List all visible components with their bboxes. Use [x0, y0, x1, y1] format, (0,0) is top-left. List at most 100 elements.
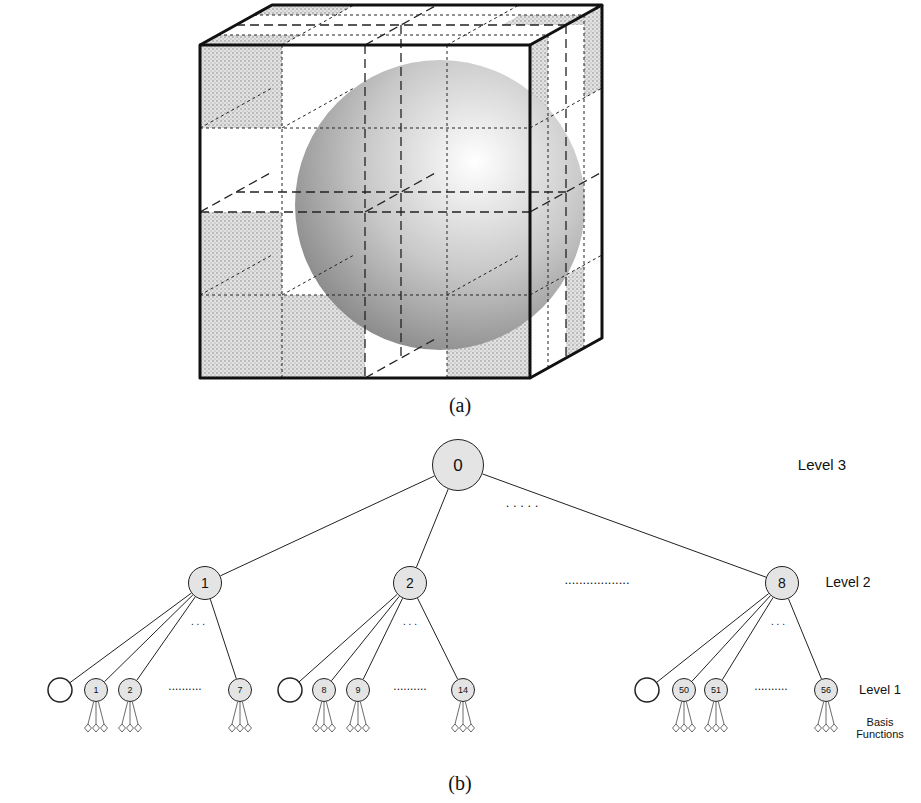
node-number: 50: [679, 686, 689, 695]
basis-diamond: [721, 724, 728, 732]
level-label: Level 1: [859, 682, 901, 697]
level1-node: 7: [228, 678, 252, 702]
level1-node: 51: [704, 678, 728, 702]
level1-node: 14: [451, 678, 475, 702]
basis-diamond: [705, 724, 712, 732]
ellipsis: ..................: [564, 573, 629, 587]
node-number: 9: [355, 686, 360, 695]
ellipsis: ..........: [754, 680, 787, 693]
basis-diamond: [135, 724, 142, 732]
node-number: 7: [237, 686, 242, 695]
basis-link: [676, 702, 682, 724]
empty-node: [635, 678, 659, 702]
basis-label: Basis Functions: [856, 716, 904, 740]
basis-link: [718, 702, 724, 724]
basis-link: [818, 702, 824, 724]
basis-diamond: [93, 724, 100, 732]
node-number: 0: [453, 457, 462, 474]
root-node: 0: [432, 439, 484, 491]
ellipsis: ..........: [754, 679, 787, 693]
level-label: Level 3: [798, 456, 846, 473]
tree-edge: [692, 596, 770, 682]
basis-diamond: [713, 724, 720, 732]
tree-edge-empty: [656, 594, 768, 683]
node-number: 1: [201, 576, 209, 590]
basis-diamond: [119, 724, 126, 732]
basis-diamond: [815, 724, 822, 732]
tree-edge: [788, 599, 821, 679]
empty-node: [278, 678, 302, 702]
figure-part-label: (b): [448, 772, 471, 794]
grid-lines: [200, 5, 602, 378]
tree-edge: [482, 474, 766, 577]
basis-diamond: [229, 724, 236, 732]
level-label: Level 2: [825, 575, 870, 590]
basis-diamond: [831, 724, 838, 732]
level1-node: 9: [346, 678, 370, 702]
basis-diamond: [452, 724, 459, 732]
node-number: 14: [458, 686, 468, 695]
basis-link: [242, 702, 248, 724]
basis-diamond: [329, 724, 336, 732]
level-label: Level 3: [798, 457, 846, 474]
level1-node: 50: [672, 678, 696, 702]
basis-link: [358, 702, 359, 724]
level2-node: 1: [188, 566, 222, 600]
basis-diamond: [127, 724, 134, 732]
ellipsis: . . .: [403, 616, 417, 627]
basis-link: [465, 702, 471, 724]
basis-diamond: [237, 724, 244, 732]
node-number: 8: [778, 576, 786, 590]
level-label: Level 1: [859, 683, 901, 697]
level1-node: 8: [312, 678, 336, 702]
basis-diamond: [85, 724, 92, 732]
tree-edge: [137, 597, 195, 680]
basis-link: [316, 702, 322, 724]
figure-part-label: (a): [449, 394, 471, 416]
empty-node: [48, 678, 72, 702]
node-number: 56: [821, 686, 831, 695]
basis-link: [132, 702, 138, 724]
tree-edge: [332, 596, 400, 680]
tree-edge: [416, 489, 448, 567]
level2-node: 8: [765, 566, 799, 600]
ellipsis: ..........: [168, 680, 201, 693]
basis-link: [326, 702, 332, 724]
basis-link: [88, 702, 94, 724]
tree-edge: [220, 476, 434, 576]
tree-edge: [105, 595, 193, 682]
node-number: 2: [406, 576, 414, 590]
basis-link: [826, 702, 827, 724]
basis-label: Basis Functions: [851, 716, 909, 740]
ellipsis: ..................: [564, 572, 629, 587]
ellipsis: . . .: [191, 616, 205, 627]
tree-edge: [418, 598, 458, 679]
level1-node: 1: [84, 678, 108, 702]
node-number: 51: [711, 686, 721, 695]
basis-link: [828, 702, 834, 724]
cube-outline: [200, 5, 602, 378]
basis-diamond: [245, 724, 252, 732]
node-number: 1: [93, 686, 98, 695]
basis-link: [463, 702, 464, 724]
basis-diamond: [673, 724, 680, 732]
tree-edge: [363, 598, 402, 679]
node-number: 8: [321, 686, 326, 695]
basis-link: [240, 702, 241, 724]
ellipsis: ..........: [393, 679, 426, 693]
ellipsis: . . .: [403, 616, 417, 627]
level2-node: 2: [393, 566, 427, 600]
basis-diamond: [321, 724, 328, 732]
basis-link: [350, 702, 356, 724]
node-number: 2: [127, 686, 132, 695]
basis-link: [122, 702, 128, 724]
level-label: Level 2: [825, 574, 870, 590]
basis-link: [360, 702, 366, 724]
shaded-cells: [200, 5, 602, 378]
basis-diamond: [363, 724, 370, 732]
basis-diamond: [468, 724, 475, 732]
figure-part-label: (a): [449, 394, 471, 416]
ellipsis: . . .: [771, 616, 785, 627]
basis-link: [708, 702, 714, 724]
basis-link: [130, 702, 131, 724]
